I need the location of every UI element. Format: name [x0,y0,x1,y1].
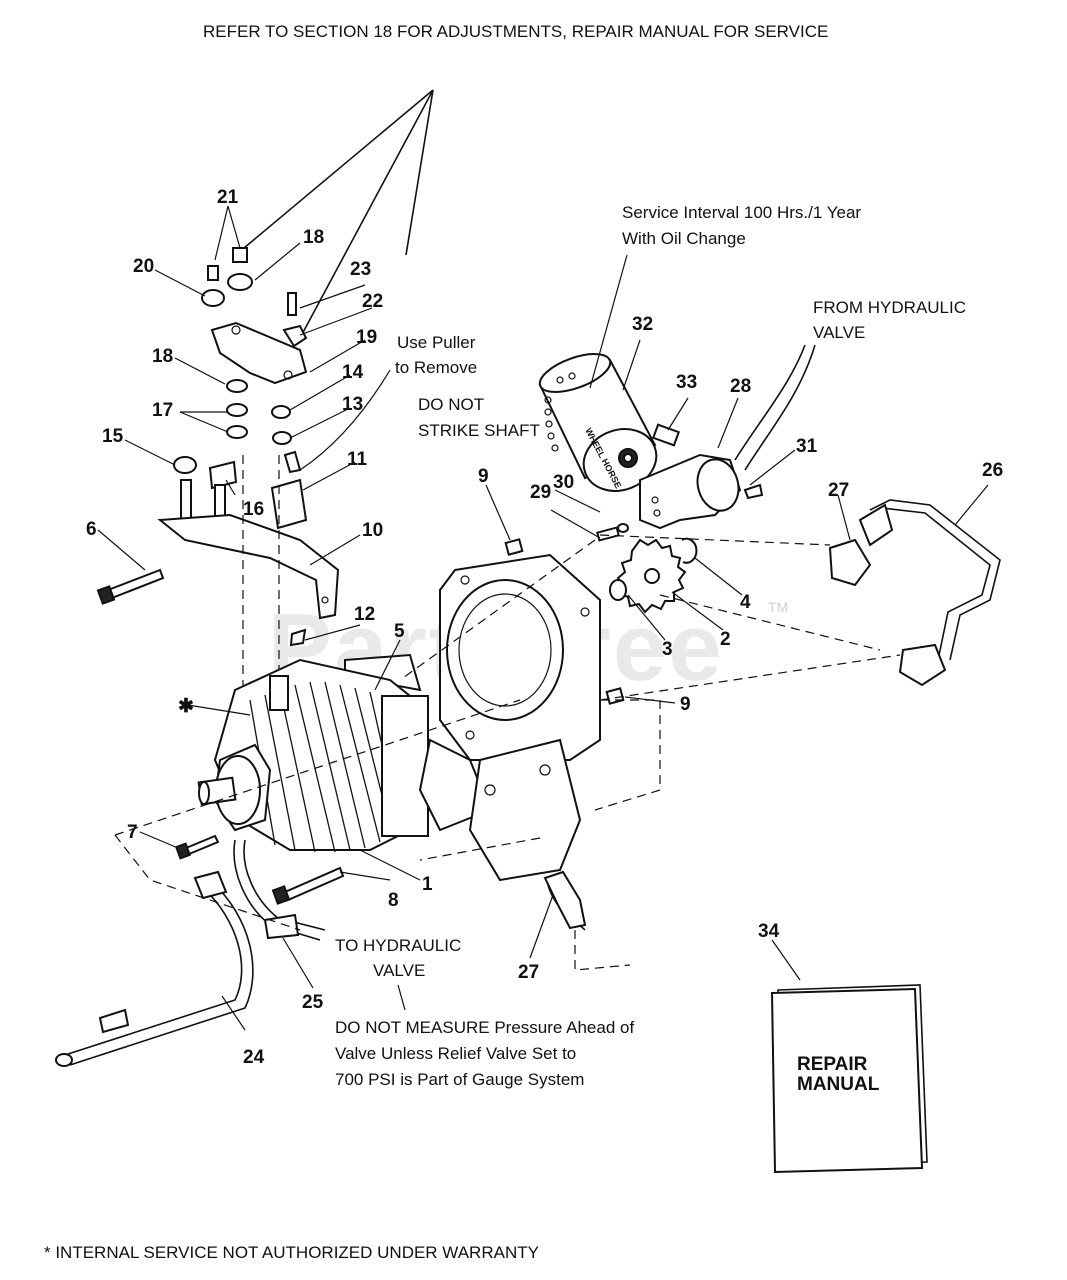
measure-note-line3: 700 PSI is Part of Gauge System [335,1070,584,1089]
callout-leaders [97,205,989,1031]
callout-22: 22 [362,291,383,312]
callout-numbers: 21 18 20 23 22 19 18 14 17 13 15 11 16 6… [86,187,1003,1068]
use-puller-note-line2: to Remove [395,358,477,377]
nut-9-upper [504,538,524,556]
service-interval-note-line1: Service Interval 100 Hrs./1 Year [622,203,861,222]
bolt-7 [174,834,220,860]
use-puller-note-line1: Use Puller [397,333,476,352]
callout-8: 8 [388,890,399,911]
callout-30: 30 [553,472,574,493]
callout-1: 1 [422,874,433,895]
do-not-strike-note-line1: DO NOT [418,395,484,414]
callout-21: 21 [217,187,239,208]
callout-28: 28 [730,376,751,397]
diagram-notes: Service Interval 100 Hrs./1 Year With Oi… [335,203,966,1089]
callout-27-bottom: 27 [518,962,539,983]
callout-27-right: 27 [828,480,849,501]
adapter-housing [418,553,601,882]
callout-29: 29 [530,482,551,503]
callout-7: 7 [127,822,138,843]
hydraulic-tubes [55,344,1001,1067]
measure-note-line2: Valve Unless Relief Valve Set to [335,1044,576,1063]
measure-note-line1: DO NOT MEASURE Pressure Ahead of [335,1018,634,1037]
callout-6: 6 [86,519,97,540]
callout-13: 13 [342,394,363,415]
pump-body [197,658,429,853]
callout-4: 4 [740,592,751,613]
service-interval-note-line2: With Oil Change [622,229,746,248]
upper-bracket-assembly [173,247,308,530]
callout-18-mid: 18 [152,346,173,367]
to-hydraulic-note-line2: VALVE [373,961,425,980]
bolt-6 [96,568,165,605]
callout-32: 32 [632,314,653,335]
oil-filter: WHEEL HORSE [538,353,658,492]
callout-17: 17 [152,400,173,421]
callout-9-upper: 9 [478,466,489,487]
callout-26: 26 [982,460,1003,481]
callout-star: ✱ [178,696,194,717]
lower-bracket [157,455,340,690]
callout-18-top: 18 [303,227,324,248]
from-hydraulic-note-line2: VALVE [813,323,865,342]
to-hydraulic-note-line1: TO HYDRAULIC [335,936,461,955]
footer-warranty-note: * INTERNAL SERVICE NOT AUTHORIZED UNDER … [44,1243,539,1262]
callout-5: 5 [394,621,405,642]
callout-11: 11 [347,449,368,470]
key-12 [289,628,307,647]
watermark-tm: TM [768,599,788,615]
gear-set [609,537,698,614]
callout-24: 24 [243,1047,265,1068]
manual-title-line2: MANUAL [797,1074,880,1095]
callout-10: 10 [362,520,383,541]
callout-15: 15 [102,426,124,447]
from-hydraulic-note-line1: FROM HYDRAULIC [813,298,966,317]
assembly-dash-lines [114,534,901,971]
bracket-leader-lines [243,89,434,339]
do-not-strike-note-line2: STRIKE SHAFT [418,421,540,440]
callout-23: 23 [350,259,371,280]
callout-12: 12 [354,604,375,625]
callout-31: 31 [796,436,818,457]
callout-25: 25 [302,992,324,1013]
filter-adapter [596,423,764,542]
nut-9-lower [605,687,625,705]
callout-20: 20 [133,256,154,277]
callout-34: 34 [758,921,780,942]
repair-manual: REPAIR MANUAL [770,984,928,1174]
callout-3: 3 [662,639,673,660]
bolt-8 [271,866,345,905]
callout-9-lower: 9 [680,694,691,715]
callout-16: 16 [243,499,264,520]
callout-33: 33 [676,372,697,393]
header-note: REFER TO SECTION 18 FOR ADJUSTMENTS, REP… [203,22,828,41]
callout-19: 19 [356,327,377,348]
manual-title-line1: REPAIR [797,1054,868,1075]
callout-14: 14 [342,362,364,383]
callout-2: 2 [720,629,731,650]
